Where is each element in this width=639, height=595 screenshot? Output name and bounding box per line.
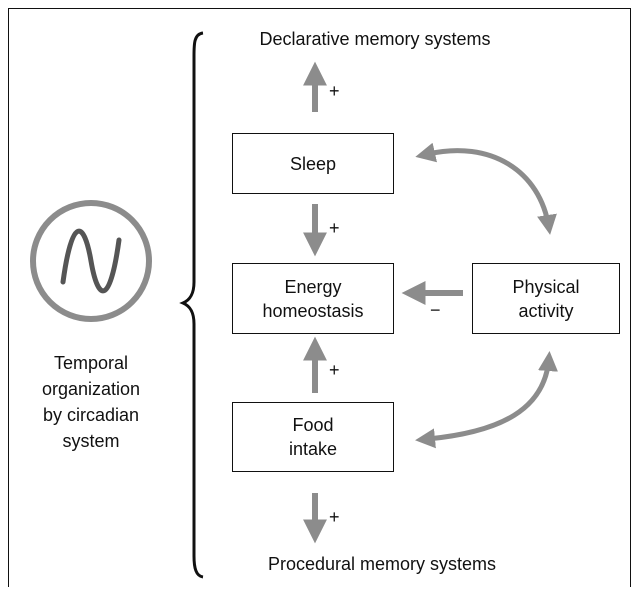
plus-sign-sleep-energy: + — [329, 218, 340, 238]
curve-food-activity — [415, 351, 558, 449]
food-intake-label: Food intake — [288, 415, 338, 459]
energy-homeostasis-box: Energy homeostasis — [232, 263, 394, 334]
sleep-box-label: Sleep — [289, 153, 337, 174]
figure-frame — [8, 8, 631, 587]
plus-sign-procedural: + — [329, 507, 340, 527]
declarative-memory-label: Declarative memory systems — [259, 29, 491, 49]
sleep-box: Sleep — [232, 133, 394, 194]
circadian-system-label: Temporal organization by circadian syste… — [41, 353, 141, 451]
left-brace-icon — [179, 31, 204, 579]
minus-sign-activity: − — [430, 300, 441, 320]
curve-sleep-activity — [415, 142, 557, 235]
physical-activity-box: Physical activity — [472, 263, 620, 334]
procedural-memory-label: Procedural memory systems — [267, 554, 497, 574]
circadian-oscillator-icon — [30, 200, 152, 322]
plus-sign-declarative: + — [329, 81, 340, 101]
energy-homeostasis-label: Energy homeostasis — [262, 276, 364, 321]
plus-sign-food-energy: + — [329, 360, 340, 380]
food-intake-box: Food intake — [232, 402, 394, 472]
physical-activity-label: Physical activity — [512, 276, 580, 321]
